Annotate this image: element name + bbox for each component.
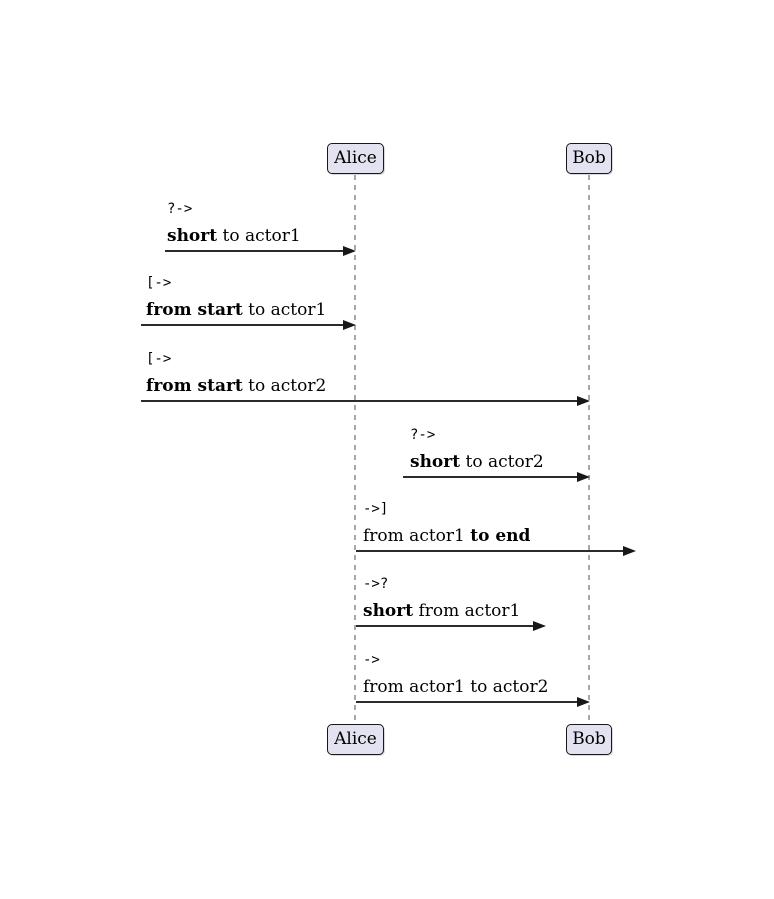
- message-6-label-part2: from actor1: [413, 601, 521, 621]
- message-2-label-part2: to actor1: [242, 300, 327, 320]
- message-1-label-part1: short: [167, 226, 218, 246]
- message-2-label-part1: from start: [146, 300, 243, 320]
- message-1-operator: ?->: [167, 201, 193, 217]
- message-4-label-part2: to actor2: [460, 452, 544, 472]
- actor-alice-bottom-label: Alice: [334, 729, 377, 749]
- message-5-operator: ->]: [363, 501, 389, 517]
- actor-bob-bottom-label: Bob: [572, 729, 606, 749]
- message-3-label-part2: to actor2: [242, 376, 327, 396]
- message-7-label: from actor1 to actor2: [363, 677, 548, 697]
- message-4-label-part1: short: [410, 452, 461, 472]
- message-3-arrow-line: [141, 400, 582, 402]
- message-4-label: short to actor2: [410, 452, 544, 472]
- message-3-label: from start to actor2: [146, 376, 326, 396]
- message-2-arrow-head: [343, 320, 356, 330]
- message-3-arrow-head: [577, 396, 590, 406]
- message-1-label: short to actor1: [167, 226, 301, 246]
- message-2-arrow-line: [141, 324, 348, 326]
- message-5-arrow-line: [356, 550, 628, 552]
- message-4-arrow-head: [577, 472, 590, 482]
- message-6-label: short from actor1: [363, 601, 520, 621]
- lifeline-alice: [354, 175, 356, 724]
- message-7-label-part1: from actor1 to actor2: [363, 677, 549, 697]
- actor-bob-bottom: Bob: [566, 724, 612, 755]
- actor-alice-bottom: Alice: [327, 724, 384, 755]
- message-6-label-part1: short: [363, 601, 414, 621]
- message-5-label-part2: to end: [470, 526, 531, 546]
- message-6-arrow-head: [533, 621, 546, 631]
- message-3-operator: [->: [146, 351, 172, 367]
- message-5-label-part1: from actor1: [363, 526, 471, 546]
- message-7-arrow-line: [356, 701, 582, 703]
- message-4-arrow-line: [403, 476, 582, 478]
- message-5-arrow-head: [623, 546, 636, 556]
- message-1-label-part2: to actor1: [217, 226, 301, 246]
- message-6-operator: ->?: [363, 576, 389, 592]
- actor-bob-top: Bob: [566, 143, 612, 174]
- actor-alice-label: Alice: [334, 148, 377, 168]
- lifeline-bob: [588, 175, 590, 724]
- message-2-operator: [->: [146, 275, 172, 291]
- message-1-arrow-line: [165, 250, 348, 252]
- message-1-arrow-head: [343, 246, 356, 256]
- message-2-label: from start to actor1: [146, 300, 326, 320]
- message-6-arrow-line: [356, 625, 538, 627]
- message-7-arrow-head: [577, 697, 590, 707]
- message-5-label: from actor1 to end: [363, 526, 530, 546]
- message-3-label-part1: from start: [146, 376, 243, 396]
- message-7-operator: ->: [363, 652, 380, 668]
- actor-alice-top: Alice: [327, 143, 384, 174]
- message-4-operator: ?->: [410, 427, 436, 443]
- actor-bob-label: Bob: [572, 148, 606, 168]
